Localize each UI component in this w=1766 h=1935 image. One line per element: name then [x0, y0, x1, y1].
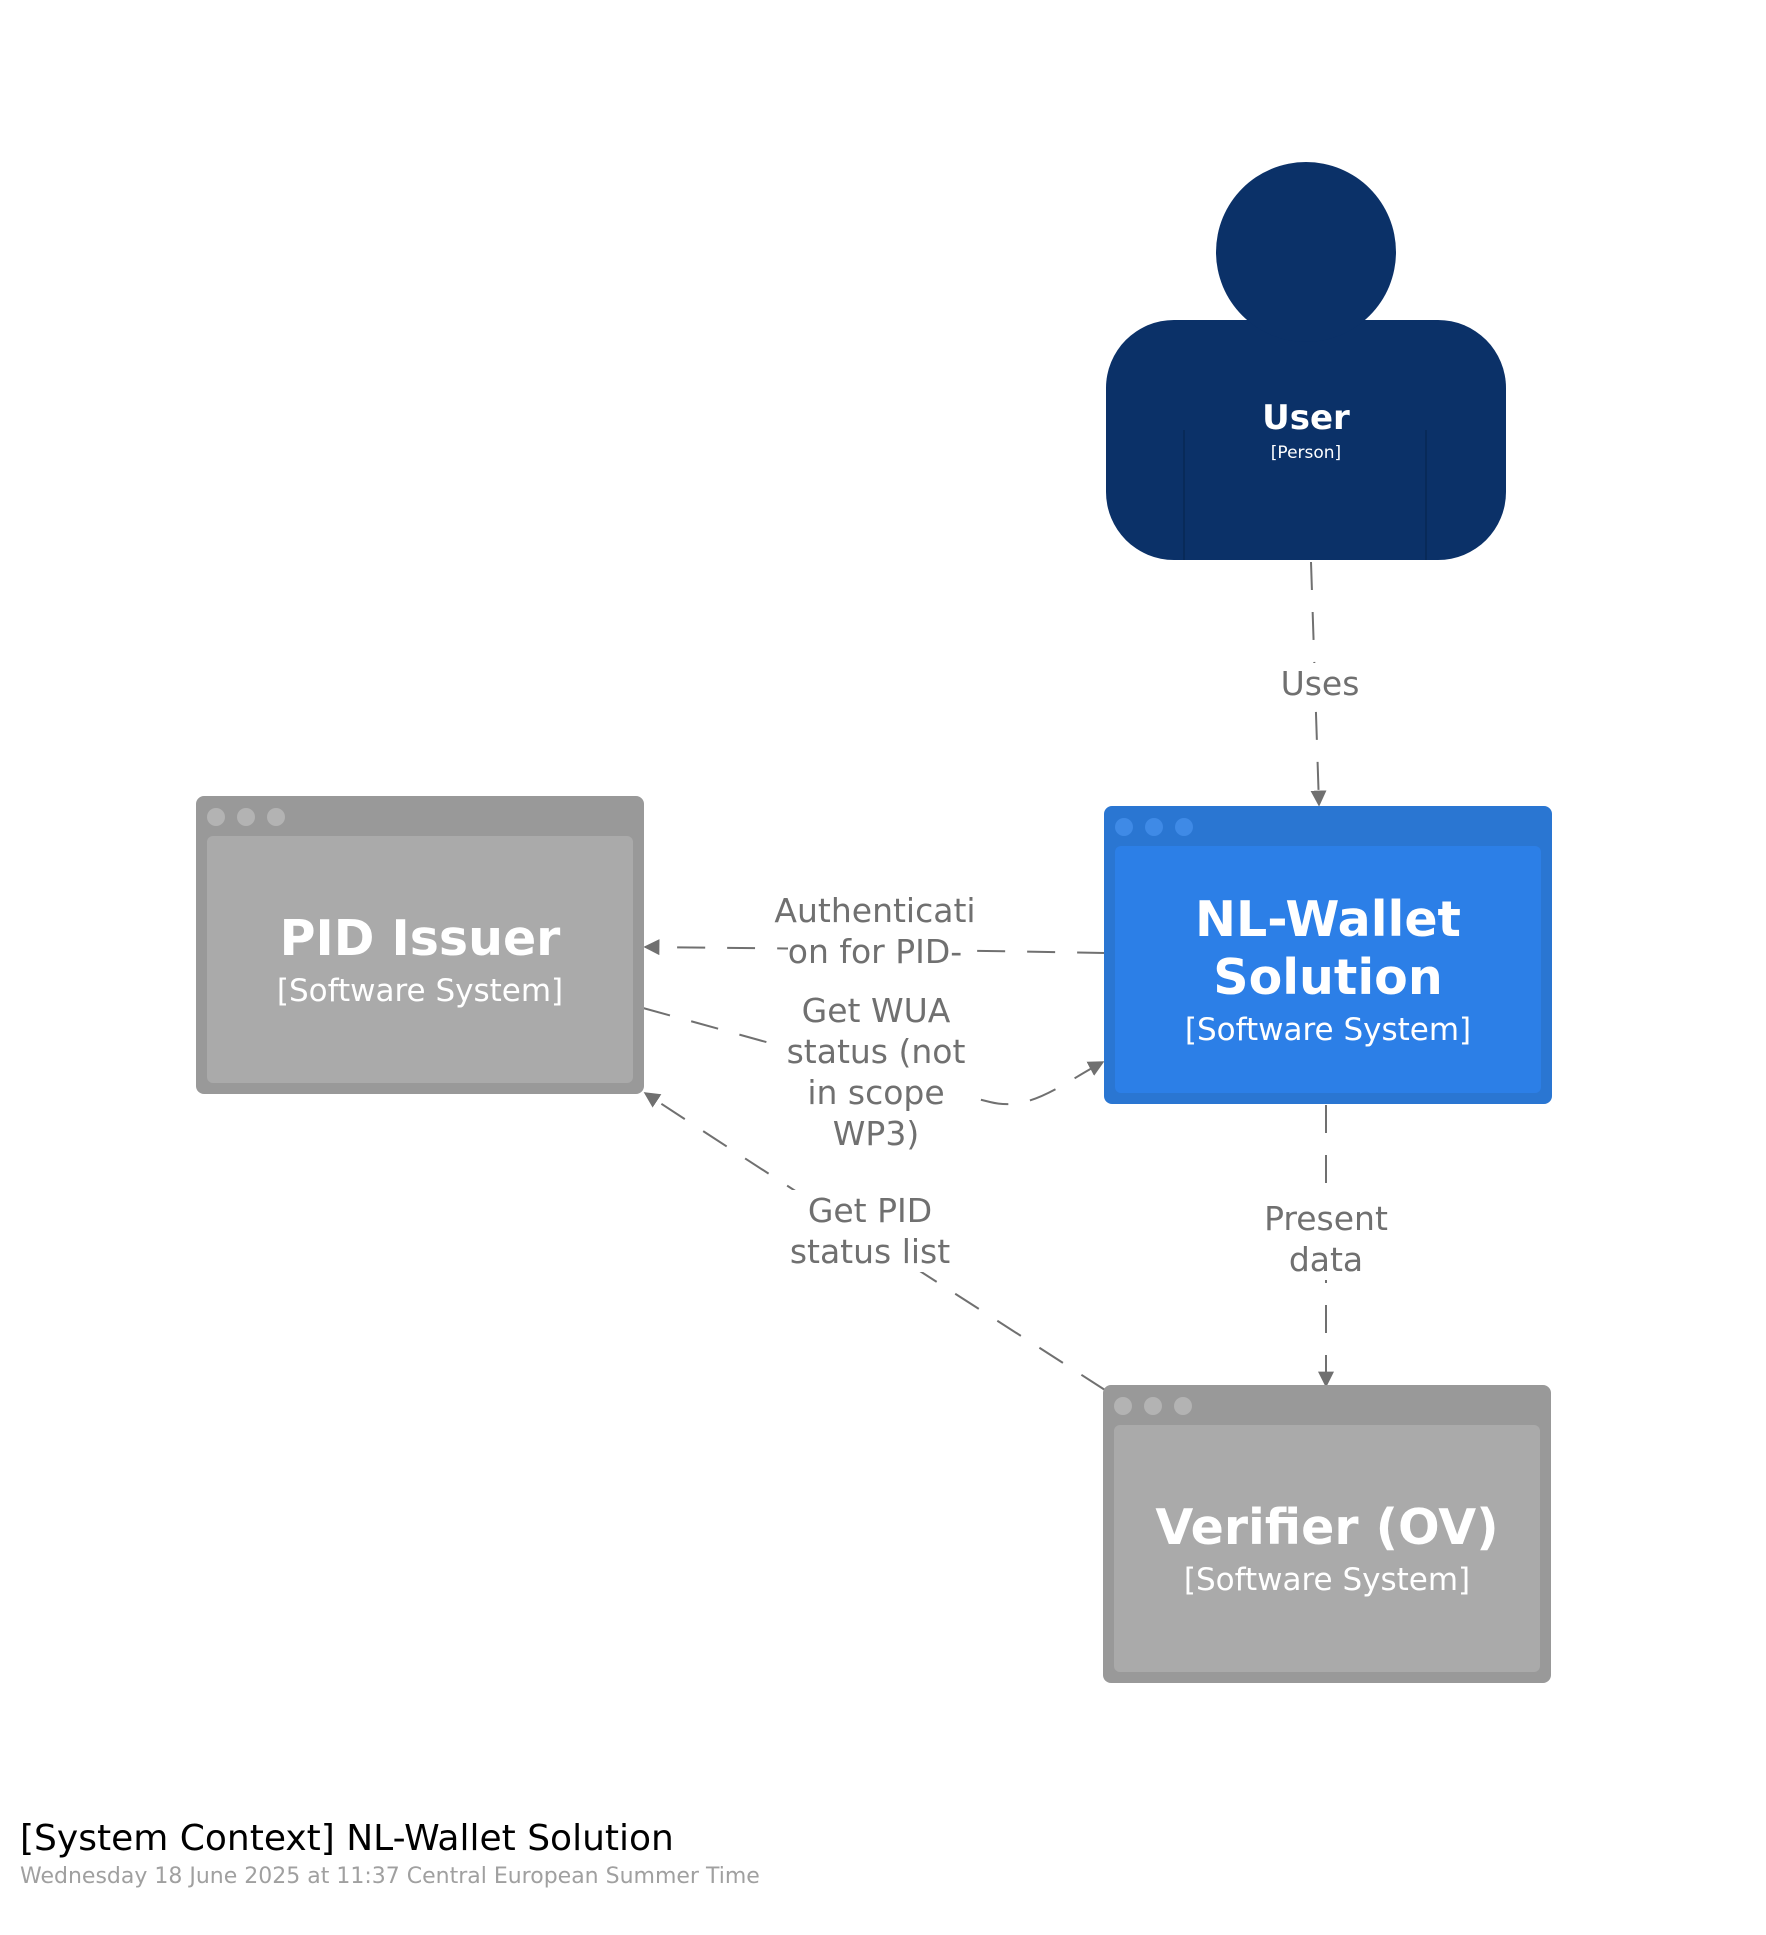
edge-label-auth-line2: on for PID-: [787, 931, 963, 972]
window-dot: [1115, 818, 1133, 836]
window-dot: [207, 808, 225, 826]
window-dot: [1145, 818, 1163, 836]
verifier-kind: [Software System]: [1183, 1561, 1471, 1598]
edge-label-pid-status: Get PID status list: [780, 1190, 960, 1272]
edge-label-present-data: Present data: [1246, 1198, 1406, 1280]
edge-label-present-line2: data: [1288, 1240, 1364, 1279]
edge-label-wua-line2: status (not: [786, 1032, 966, 1071]
user-person-head: [1216, 162, 1396, 342]
pid-issuer-kind: [Software System]: [276, 972, 564, 1009]
user-kind: [Person]: [1270, 443, 1342, 463]
pid-issuer-name: PID Issuer: [279, 909, 561, 967]
user-name: User: [1262, 398, 1350, 438]
edge-label-wua-line4: WP3): [832, 1114, 920, 1153]
window-dot: [237, 808, 255, 826]
edge-label-present-line1: Present: [1264, 1199, 1388, 1238]
edge-label-pid-line2: status list: [789, 1232, 951, 1271]
verifier-name: Verifier (OV): [1155, 1498, 1499, 1556]
user-person-body: [1106, 320, 1506, 560]
nl-wallet-body: NL-Wallet Solution [Software System]: [1115, 846, 1541, 1093]
window-dot: [1144, 1397, 1162, 1415]
nl-wallet-name-line2: Solution: [1213, 948, 1443, 1006]
nl-wallet-name-line1: NL-Wallet: [1195, 890, 1461, 948]
edge-label-uses: Uses: [1240, 663, 1400, 704]
verifier-box[interactable]: Verifier (OV) [Software System]: [1103, 1385, 1551, 1683]
edge-label-auth-line1: Authenticati: [774, 890, 976, 931]
window-dot: [267, 808, 285, 826]
edge-label-wua-line3: in scope: [807, 1073, 945, 1112]
window-dot: [1114, 1397, 1132, 1415]
nl-wallet-box[interactable]: NL-Wallet Solution [Software System]: [1104, 806, 1552, 1104]
pid-issuer-box[interactable]: PID Issuer [Software System]: [196, 796, 644, 1094]
window-dot: [1174, 1397, 1192, 1415]
window-dot: [1175, 818, 1193, 836]
user-person-shape[interactable]: [1106, 162, 1506, 560]
user-person-label: User [Person]: [1106, 398, 1506, 464]
diagram-timestamp: Wednesday 18 June 2025 at 11:37 Central …: [20, 1864, 760, 1889]
nl-wallet-kind: [Software System]: [1184, 1011, 1472, 1048]
edge-label-wua-line1: Get WUA: [801, 991, 951, 1030]
edge-label-auth-pid: Authenticati on for PID- .: [760, 890, 990, 1013]
edge-label-wua-status: Get WUA status (not in scope WP3): [776, 990, 976, 1154]
edge-label-pid-line1: Get PID: [807, 1191, 933, 1230]
verifier-body: Verifier (OV) [Software System]: [1114, 1425, 1540, 1672]
diagram-title: [System Context] NL-Wallet Solution: [20, 1818, 674, 1859]
pid-issuer-body: PID Issuer [Software System]: [207, 836, 633, 1083]
